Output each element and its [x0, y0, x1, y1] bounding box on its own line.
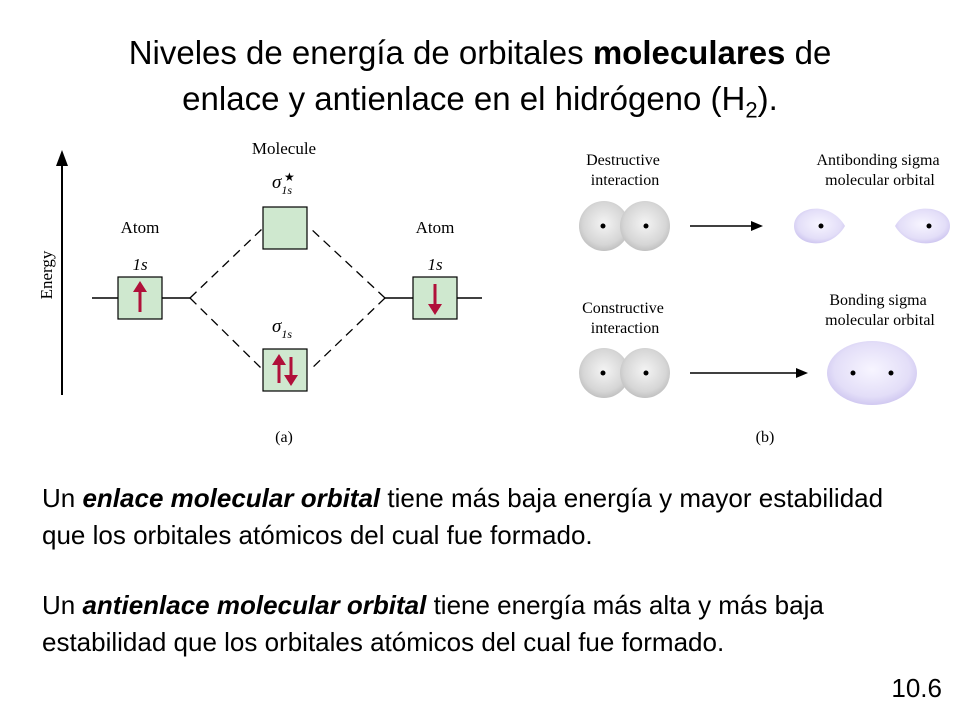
- para-emphasis: antienlace molecular orbital: [82, 590, 427, 620]
- para-text: Un: [42, 590, 83, 620]
- constructive-label: Constructive interaction: [582, 300, 668, 337]
- orbital-1s-left-label: 1s: [132, 255, 148, 274]
- para-text: Un: [42, 483, 83, 513]
- title-text: ).: [757, 80, 778, 117]
- energy-level-diagram: Energy Molecule Atom Atom 1s 1s σ1s ★ σ1…: [37, 139, 482, 446]
- title-bold-text: moleculares: [592, 34, 786, 71]
- destructive-label: Destructive interaction: [586, 152, 664, 189]
- energy-axis-arrowhead: [56, 150, 68, 166]
- title-text: enlace y antienlace en el hidrógeno (H: [182, 80, 746, 117]
- sigma-star-label: σ1s: [272, 172, 292, 197]
- spin-down-arrow-icon: [428, 284, 442, 315]
- title-line-2: enlace y antienlace en el hidrógeno (H2)…: [0, 76, 960, 134]
- bonding-explanation: Un enlace molecular orbital tiene más ba…: [42, 480, 922, 554]
- sigma-label: σ1s: [272, 316, 292, 341]
- energy-axis-label: Energy: [37, 250, 56, 299]
- diagram-a-caption: (a): [275, 429, 293, 446]
- atom-left-label: Atom: [121, 218, 160, 237]
- para-text: tiene más baja energía y mayor estabilid…: [42, 483, 884, 550]
- bonding-orbital: [827, 341, 917, 405]
- bonding-label: Bonding sigma molecular orbital: [825, 292, 935, 329]
- title-text: Niveles de energía de orbitales: [128, 34, 593, 71]
- spin-up-arrow-icon: [133, 281, 147, 312]
- slide-title: Niveles de energía de orbitales molecula…: [0, 30, 960, 134]
- constructive-arrow-icon: [690, 368, 808, 378]
- sigma-star-mark: ★: [284, 170, 295, 184]
- title-line-1: Niveles de energía de orbitales molecula…: [0, 30, 960, 76]
- bonding-orbital-box: [262, 348, 308, 392]
- para-emphasis: enlace molecular orbital: [82, 483, 381, 513]
- antibonding-orbital-box: [262, 206, 308, 250]
- antibonding-orbital: [794, 208, 950, 244]
- correlation-dashes: [189, 227, 386, 371]
- diagram-b-caption: (b): [756, 429, 775, 446]
- atom-right-label: Atom: [416, 218, 455, 237]
- para-text: tiene energía más alta y más baja estabi…: [42, 590, 824, 657]
- orbital-1s-right-label: 1s: [427, 255, 443, 274]
- destructive-arrow-icon: [690, 221, 763, 231]
- paired-electrons-icon: [272, 354, 298, 386]
- constructive-atoms: [579, 348, 670, 398]
- orbital-interaction-diagram: Destructive interaction Antibonding sigm…: [579, 152, 950, 446]
- title-text: de: [785, 34, 832, 71]
- antibonding-explanation: Un antienlace molecular orbital tiene en…: [42, 587, 922, 661]
- antibonding-label: Antibonding sigma molecular orbital: [816, 152, 943, 189]
- destructive-atoms: [579, 201, 670, 251]
- molecule-label: Molecule: [252, 139, 316, 158]
- title-subscript: 2: [745, 97, 758, 123]
- page-number: 10.6: [891, 673, 942, 703]
